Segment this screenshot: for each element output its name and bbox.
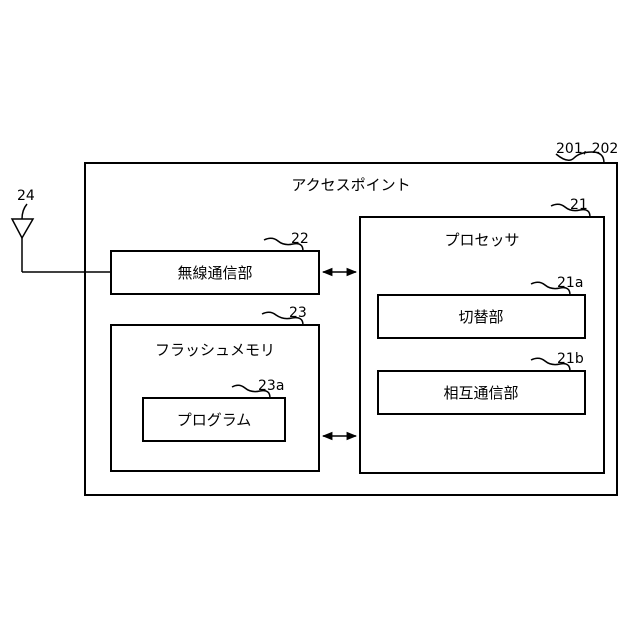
access-point-ref: 201, 202 bbox=[556, 141, 618, 157]
processor-label: プロセッサ bbox=[444, 231, 519, 249]
antenna-ref: 24 bbox=[17, 188, 35, 204]
processor-ref: 21 bbox=[570, 197, 588, 213]
access-point-box bbox=[85, 163, 617, 495]
program-label: プログラム bbox=[177, 411, 252, 429]
switching-ref: 21a bbox=[557, 275, 583, 291]
switching-label: 切替部 bbox=[458, 308, 503, 326]
wireless-comm-ref: 22 bbox=[291, 231, 309, 247]
flash-memory-label: フラッシュメモリ bbox=[155, 341, 275, 359]
program-ref: 23a bbox=[258, 378, 284, 394]
access-point-label: アクセスポイント bbox=[291, 176, 410, 194]
wireless-comm-label: 無線通信部 bbox=[177, 264, 252, 282]
flash-memory-ref: 23 bbox=[289, 305, 307, 321]
antenna-icon bbox=[12, 219, 33, 238]
mutual-comm-label: 相互通信部 bbox=[443, 384, 518, 402]
antenna-leader bbox=[22, 204, 27, 219]
processor-box bbox=[360, 217, 604, 473]
mutual-comm-ref: 21b bbox=[557, 351, 584, 367]
